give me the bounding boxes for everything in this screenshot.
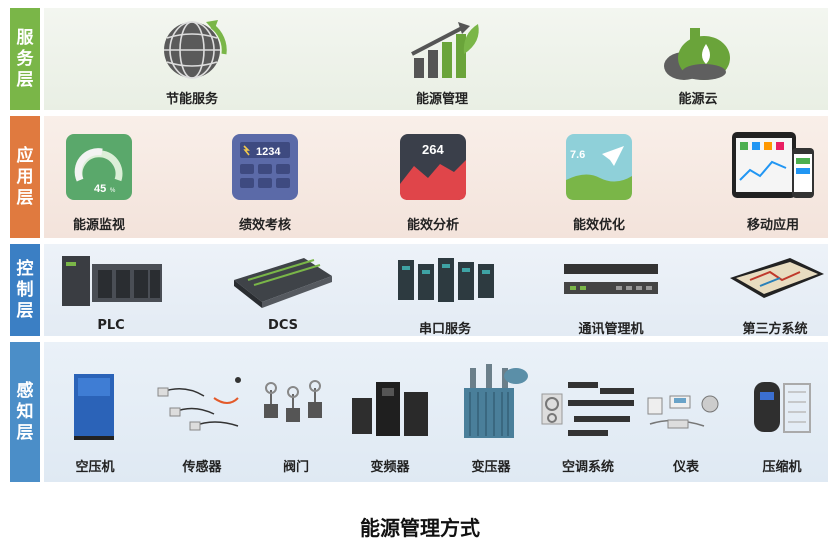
compressor-icon — [754, 382, 811, 433]
control-panel: PLC DCS 串口服务 — [44, 244, 830, 337]
layer-tag-application: 应用层 — [10, 116, 40, 238]
control-item-plc: PLC — [56, 250, 166, 334]
app-item-performance-review: 1234 绩效考核 — [232, 134, 298, 234]
item-label: 能源监视 — [72, 218, 125, 233]
sense-item-hvac-system: 空调系统 — [538, 368, 638, 478]
layer-tag-label: 服务层 — [16, 27, 34, 90]
sense-item-meter: 仪表 — [644, 368, 728, 478]
transformer-icon — [464, 364, 528, 438]
layer-tag-service: 服务层 — [10, 8, 40, 110]
keypad-icon: 1234 — [232, 134, 298, 200]
item-label: 传感器 — [182, 460, 222, 475]
item-label: 仪表 — [672, 460, 699, 475]
bar-chart-leaf-icon — [411, 22, 479, 78]
sense-item-valve: 阀门 — [256, 368, 336, 478]
area-chart-value: 264 — [422, 142, 444, 157]
item-label: 能效优化 — [572, 218, 625, 233]
tablet-phone-icon — [732, 132, 814, 198]
third-party-system-icon — [730, 258, 824, 298]
item-label: 压缩机 — [762, 460, 802, 475]
app-item-mobile-application: 移动应用 — [730, 130, 816, 234]
item-label: 串口服务 — [418, 322, 471, 337]
area-chart-icon: 264 — [400, 134, 466, 200]
sensing-layer: 感知层 空压机 传感器 — [10, 342, 828, 482]
cloud-drop-icon — [664, 28, 730, 80]
gauge-icon: 45 % — [66, 134, 132, 200]
gauge-value: 45 — [94, 183, 106, 195]
globe-icon — [164, 20, 227, 79]
control-item-comm-manager: 通讯管理机 — [556, 250, 666, 337]
item-label: 能效分析 — [406, 218, 459, 233]
paper-plane-icon: 7.6 — [566, 134, 632, 200]
app-item-efficiency-analysis: 264 能效分析 — [400, 134, 466, 234]
application-layer: 应用层 45 % 能源监视 1234 — [10, 116, 828, 238]
service-item-energy-management: 能源管理 — [392, 14, 492, 107]
item-label: 变频器 — [370, 460, 410, 475]
control-item-third-party-system: 第三方系统 — [720, 250, 830, 337]
layer-tag-label: 应用层 — [16, 145, 34, 208]
service-layer: 服务层 节能服务 — [10, 8, 828, 110]
optimization-value: 7.6 — [570, 149, 585, 161]
item-label: 变压器 — [471, 460, 511, 475]
item-label: 绩效考核 — [238, 218, 291, 233]
item-label: 阀门 — [282, 460, 309, 475]
layer-tag-control: 控制层 — [10, 244, 40, 336]
layer-tag-label: 感知层 — [16, 380, 34, 443]
control-item-dcs: DCS — [228, 250, 338, 334]
layer-tag-sensing: 感知层 — [10, 342, 40, 482]
figure-caption: 能源管理方式 — [360, 516, 480, 540]
item-label: 空压机 — [75, 460, 115, 475]
app-item-energy-monitor: 45 % 能源监视 — [66, 134, 132, 234]
control-layer: 控制层 PLC DCS — [10, 244, 830, 337]
valve-icon — [264, 380, 322, 422]
application-panel: 45 % 能源监视 1234 绩效考核 264 — [44, 116, 828, 238]
air-compressor-icon — [74, 374, 114, 440]
sense-item-air-compressor: 空压机 — [60, 368, 130, 478]
sense-item-transformer: 变压器 — [446, 358, 536, 478]
sensing-panel: 空压机 传感器 阀 — [44, 342, 828, 482]
service-item-energy-saving: 节能服务 — [142, 14, 242, 107]
app-item-efficiency-optimization: 7.6 能效优化 — [566, 134, 632, 234]
keypad-value: 1234 — [256, 146, 281, 158]
svg-text:%: % — [110, 188, 116, 194]
item-label: DCS — [268, 318, 298, 333]
item-label: PLC — [97, 318, 125, 333]
item-label: 能源管理 — [415, 92, 468, 107]
sense-item-sensor: 传感器 — [154, 368, 250, 478]
item-label: 空调系统 — [561, 460, 614, 475]
sensor-icon — [157, 377, 241, 431]
plc-icon — [62, 256, 162, 306]
meter-icon — [647, 395, 719, 429]
service-item-energy-cloud: 能源云 — [648, 14, 748, 107]
dcs-icon — [234, 258, 332, 308]
control-item-serial-server: 串口服务 — [390, 250, 500, 337]
item-label: 节能服务 — [165, 92, 218, 107]
serial-server-icon — [398, 258, 494, 302]
inverter-icon — [352, 382, 428, 436]
layer-tag-label: 控制层 — [16, 258, 34, 321]
service-panel: 节能服务 能源管理 能源云 — [44, 8, 828, 110]
sense-item-inverter: 变频器 — [342, 368, 438, 478]
item-label: 移动应用 — [746, 218, 799, 233]
item-label: 第三方系统 — [742, 322, 808, 337]
item-label: 通讯管理机 — [578, 322, 644, 337]
item-label: 能源云 — [678, 92, 718, 107]
hvac-system-icon — [541, 382, 634, 436]
comm-manager-icon — [564, 264, 658, 294]
sense-item-compressor: 压缩机 — [740, 368, 824, 478]
